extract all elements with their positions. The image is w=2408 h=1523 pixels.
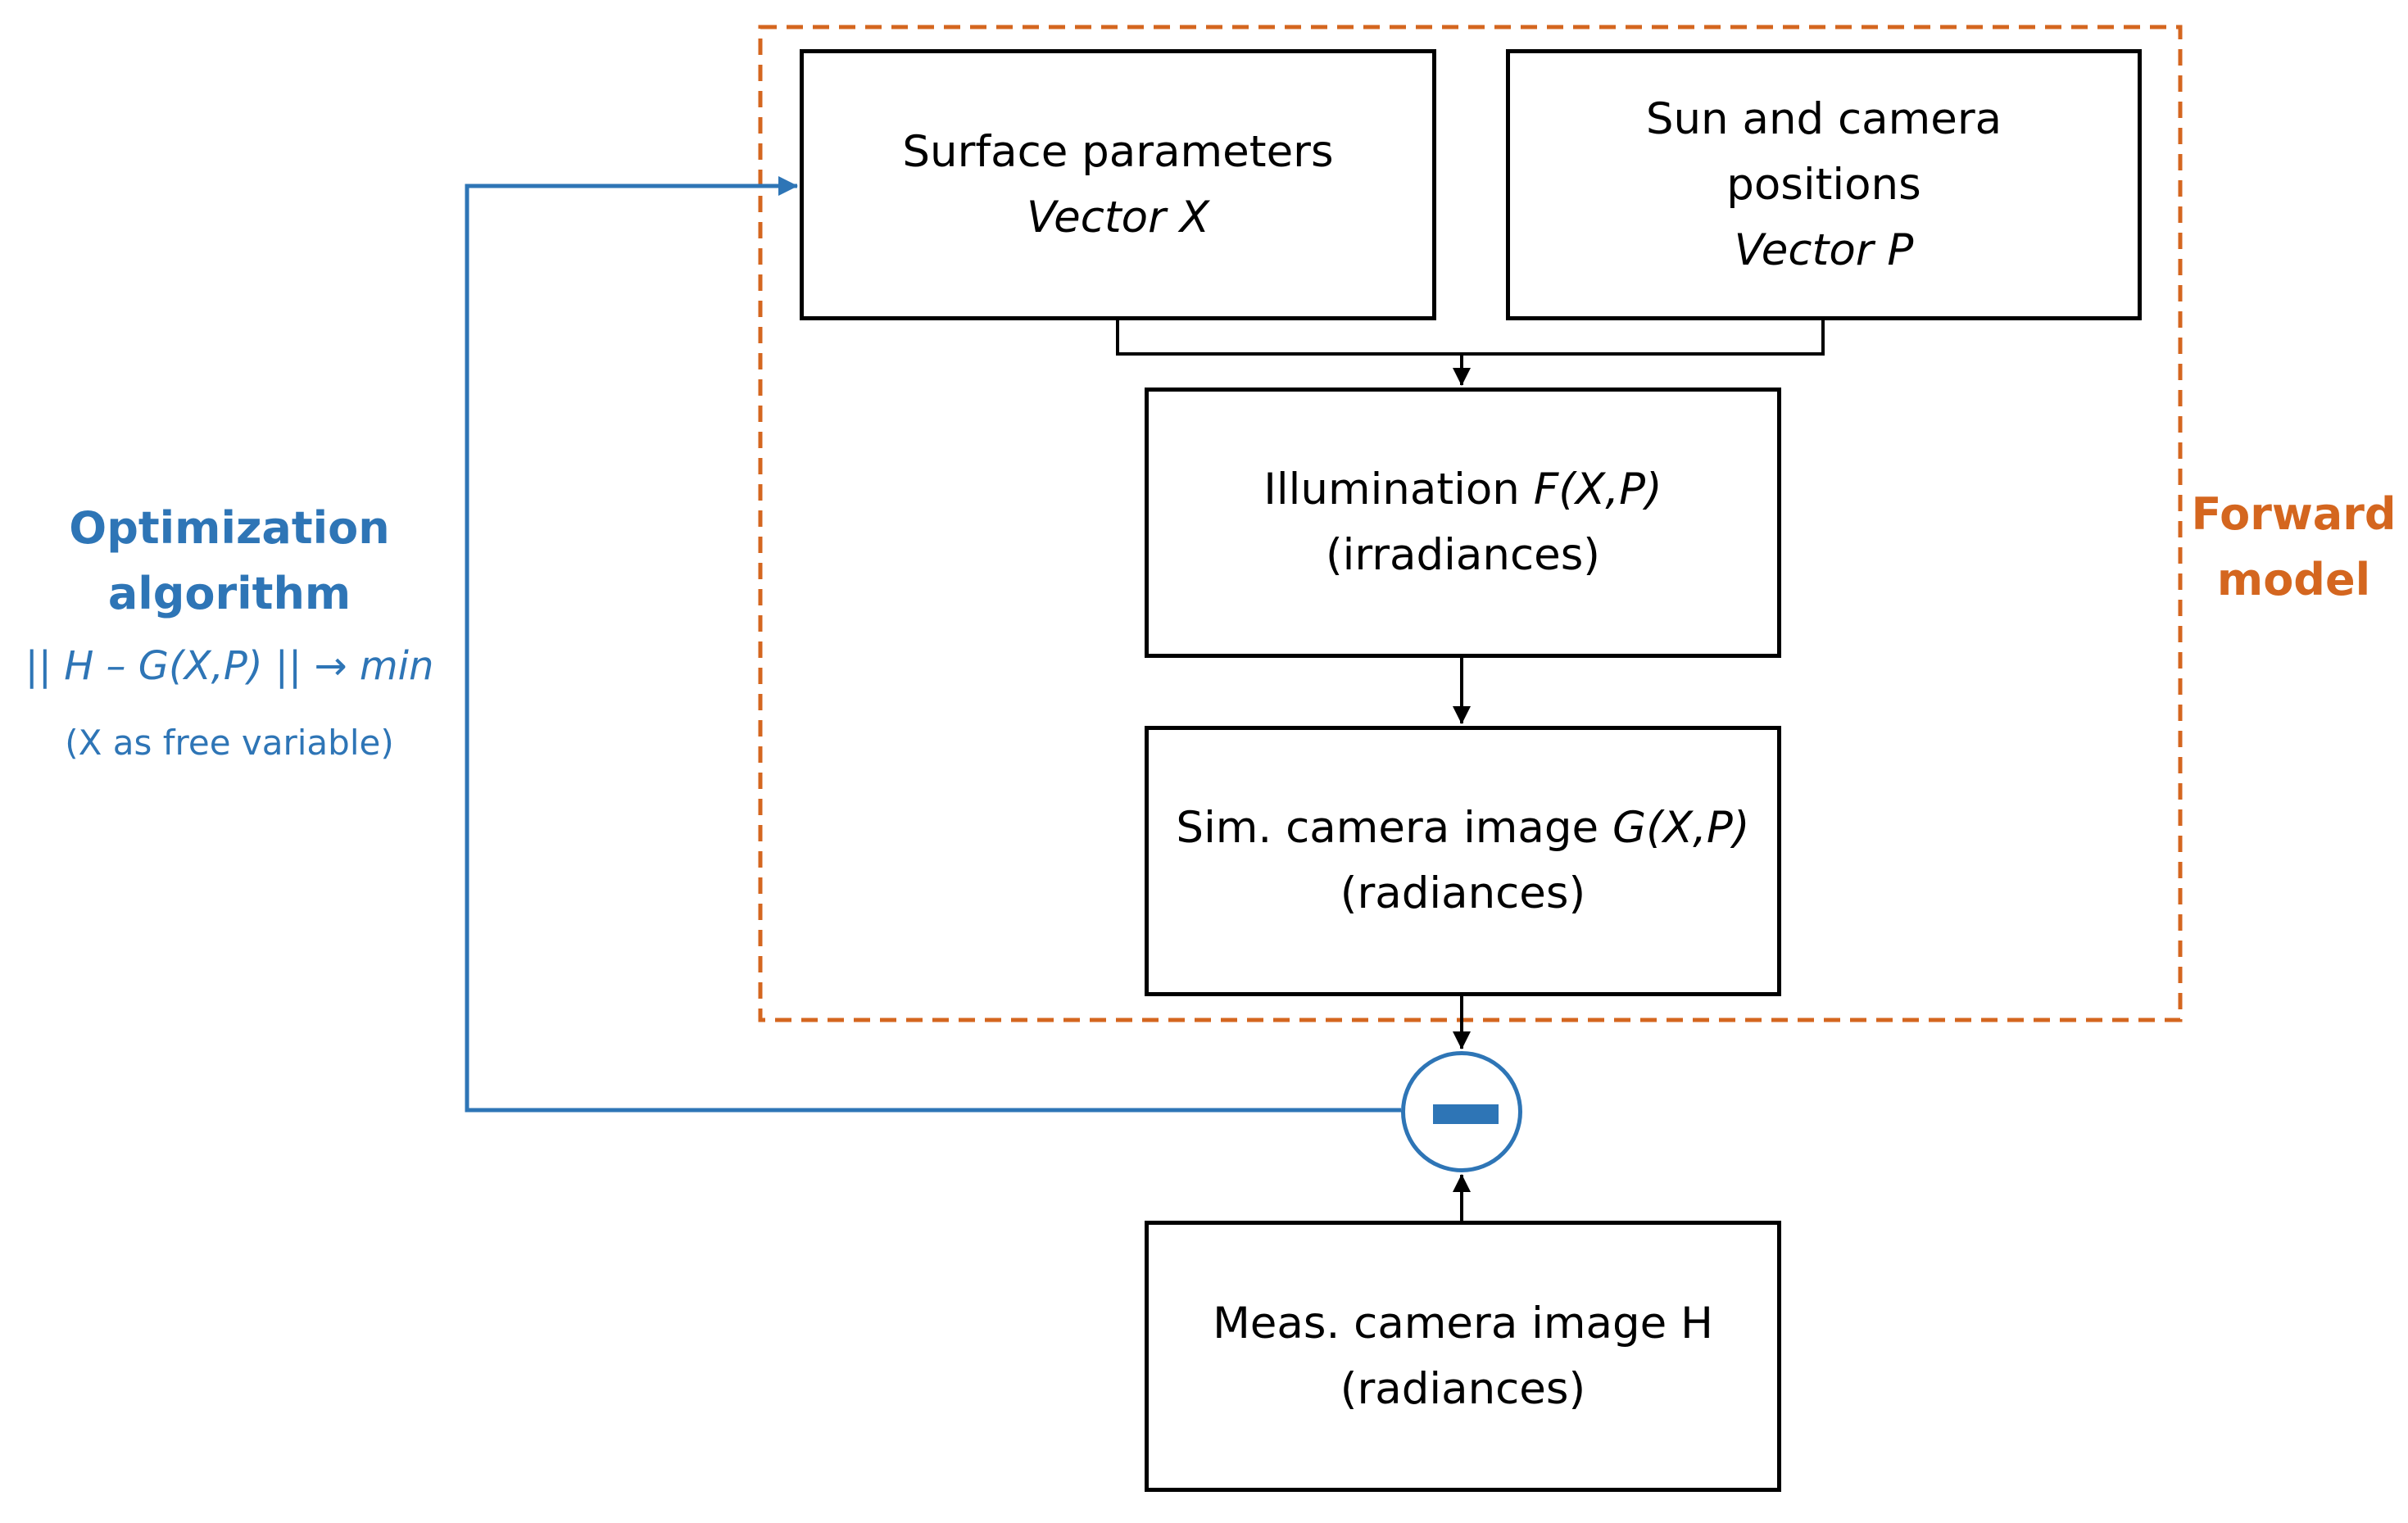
vector-x-label: Vector X [1026, 192, 1210, 243]
vector-p-label: Vector P [1734, 224, 1914, 275]
illumination-box: Illumination F(X,P) (irradiances) [1145, 388, 1781, 658]
optimization-formula: || H – G(X,P) || → min [25, 643, 434, 689]
surface-parameters-label: Surface parameters [902, 126, 1334, 177]
minus-icon [1433, 1104, 1499, 1124]
sim-image-function: G(X,P) [1612, 803, 1750, 853]
optimization-title-1: Optimization [69, 502, 390, 554]
meas-camera-image-box: Meas. camera image H (radiances) [1145, 1221, 1781, 1492]
optimization-label: Optimization algorithm || H – G(X,P) || … [0, 496, 459, 768]
sim-radiances-label: (radiances) [1340, 868, 1586, 918]
illumination-function: F(X,P) [1533, 465, 1662, 514]
merge-connector [1116, 320, 1825, 356]
optimization-title-2: algorithm [107, 568, 351, 619]
positions-label: positions [1726, 159, 1921, 210]
sun-camera-positions-box: Sun and camera positions Vector P [1506, 49, 2142, 320]
forward-model-label: Forward model [2179, 482, 2408, 613]
sun-camera-label: Sun and camera [1645, 93, 2002, 144]
sim-image-text: Sim. camera image [1176, 803, 1613, 853]
meas-radiances-label: (radiances) [1340, 1363, 1586, 1414]
forward-model-line-2: model [2216, 554, 2371, 605]
irradiances-label: (irradiances) [1325, 530, 1600, 580]
forward-model-line-1: Forward [2191, 488, 2397, 540]
sim-camera-image-box: Sim. camera image G(X,P) (radiances) [1145, 726, 1781, 996]
sim-image-label: Sim. camera image G(X,P) [1176, 795, 1749, 861]
surface-parameters-box: Surface parameters Vector X [800, 49, 1436, 320]
comparison-node [1401, 1051, 1522, 1172]
illumination-text: Illumination [1263, 465, 1534, 514]
illumination-label: Illumination F(X,P) [1263, 457, 1662, 523]
meas-image-label: Meas. camera image H [1213, 1298, 1713, 1348]
feedback-loop-arrow [465, 176, 1401, 1113]
forward-model-boundary [758, 25, 2183, 1022]
optimization-note: (X as free variable) [65, 723, 394, 763]
